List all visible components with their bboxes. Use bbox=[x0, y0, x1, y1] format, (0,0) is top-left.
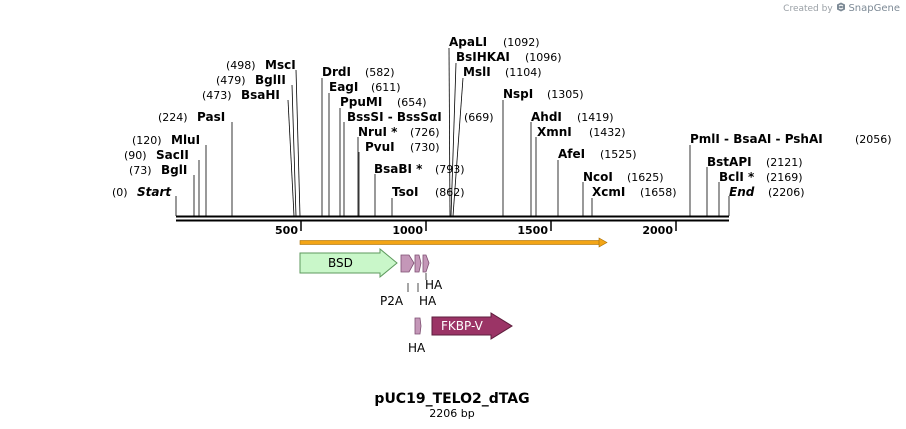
ha-feature[interactable] bbox=[414, 317, 422, 335]
site-position: (611) bbox=[371, 81, 401, 94]
site-position: (793) bbox=[435, 163, 465, 176]
snapgene-logo-icon bbox=[836, 2, 845, 12]
site-position: (1104) bbox=[505, 66, 542, 79]
leader-apali bbox=[448, 47, 451, 217]
site-position: (120) bbox=[132, 134, 162, 147]
site-name: MluI bbox=[171, 133, 200, 147]
orf-arrow bbox=[299, 237, 608, 248]
ruler: 500 1000 1500 2000 bbox=[275, 221, 677, 237]
site-name: NspI bbox=[503, 87, 533, 101]
site-position: (479) bbox=[216, 74, 246, 87]
bsd-feature[interactable]: BSD bbox=[299, 247, 398, 279]
site-name-end: End bbox=[729, 185, 755, 199]
site-name: XmnI bbox=[537, 125, 572, 139]
backbone bbox=[176, 215, 729, 222]
site-name: NcoI bbox=[583, 170, 613, 184]
site-position: (1625) bbox=[627, 171, 664, 184]
site-position: (582) bbox=[365, 66, 395, 79]
site-name: EagI bbox=[329, 80, 358, 94]
site-position: (498) bbox=[226, 59, 256, 72]
site-name: PmlI - BsaAI - PshAI bbox=[690, 132, 823, 146]
site-name: BstAPI bbox=[707, 155, 752, 169]
site-position: (1432) bbox=[589, 126, 626, 139]
ruler-tick-label: 1500 bbox=[517, 224, 548, 237]
ha-label: HA bbox=[425, 278, 443, 292]
site-position: (473) bbox=[202, 89, 232, 102]
p2a-label: P2A bbox=[380, 294, 404, 308]
fkbp-v-label: FKBP-V bbox=[441, 319, 484, 333]
site-leaders bbox=[175, 47, 730, 217]
site-position: (2121) bbox=[766, 156, 803, 169]
site-name: SacII bbox=[156, 148, 189, 162]
site-name: BssSI - BssSαI bbox=[347, 110, 442, 124]
site-name: AhdI bbox=[531, 110, 562, 124]
site-position: (224) bbox=[158, 111, 188, 124]
site-name: BsaBI * bbox=[374, 162, 423, 176]
snapgene-credit: Created by SnapGene bbox=[783, 2, 900, 14]
site-position: (2169) bbox=[766, 171, 803, 184]
site-position: (1305) bbox=[547, 88, 584, 101]
site-position: (1525) bbox=[600, 148, 637, 161]
site-position: (726) bbox=[410, 126, 440, 139]
site-name: BglI bbox=[161, 163, 187, 177]
leader-bsahi bbox=[287, 99, 295, 217]
leader-msli bbox=[452, 77, 464, 217]
site-name: XcmI bbox=[592, 185, 625, 199]
site-name: PasI bbox=[197, 110, 225, 124]
ruler-tick-label: 2000 bbox=[642, 224, 673, 237]
site-name: PvuI bbox=[365, 140, 395, 154]
site-labels: (0) Start (73) BglI (90) SacII (120) Mlu… bbox=[112, 35, 892, 199]
credit-app-name: SnapGene bbox=[848, 3, 900, 14]
site-position: (1658) bbox=[640, 186, 677, 199]
site-name: NruI * bbox=[358, 125, 398, 139]
leader-msci bbox=[295, 69, 301, 217]
ruler-tick-label: 1000 bbox=[392, 224, 423, 237]
leader-bglii bbox=[291, 84, 297, 217]
site-position: (730) bbox=[410, 141, 440, 154]
plasmid-length: 2206 bp bbox=[429, 407, 474, 420]
site-name: BsIHKAI bbox=[456, 50, 510, 64]
site-position: (862) bbox=[435, 186, 465, 199]
site-name: MscI bbox=[265, 58, 296, 72]
plasmid-title: pUC19_TELO2_dTAG bbox=[374, 391, 529, 407]
site-position: (654) bbox=[397, 96, 427, 109]
site-name: AfeI bbox=[558, 147, 585, 161]
site-position: (0) bbox=[112, 186, 128, 199]
credit-label: Created by bbox=[783, 4, 833, 14]
site-name: ApaLI bbox=[449, 35, 487, 49]
bsd-label: BSD bbox=[328, 256, 353, 270]
site-position: (2056) bbox=[855, 133, 892, 146]
site-position: (1092) bbox=[503, 36, 540, 49]
site-name: DrdI bbox=[322, 65, 351, 79]
ha-label: HA bbox=[419, 294, 437, 308]
site-position: (90) bbox=[124, 149, 147, 162]
site-position: (1096) bbox=[525, 51, 562, 64]
site-name: TsoI bbox=[392, 185, 418, 199]
ha-label: HA bbox=[408, 341, 426, 355]
site-name-start: Start bbox=[137, 185, 172, 199]
ha-feature[interactable] bbox=[414, 254, 422, 273]
site-position: (669) bbox=[464, 111, 494, 124]
site-position: (73) bbox=[129, 164, 152, 177]
site-name: BsaHI bbox=[241, 88, 280, 102]
leader-bslhkai bbox=[450, 62, 457, 217]
site-position: (2206) bbox=[768, 186, 805, 199]
site-name: PpuMI bbox=[340, 95, 382, 109]
site-name: BclI * bbox=[719, 170, 755, 184]
p2a-feature[interactable] bbox=[400, 254, 415, 273]
fkbp-v-feature[interactable]: FKBP-V bbox=[431, 312, 513, 340]
site-position: (1419) bbox=[577, 111, 614, 124]
ruler-tick-label: 500 bbox=[275, 224, 298, 237]
ha-feature[interactable] bbox=[422, 254, 430, 273]
small-feature-leaders bbox=[407, 273, 427, 292]
site-name: MslI bbox=[463, 65, 491, 79]
site-name: BglII bbox=[255, 73, 286, 87]
